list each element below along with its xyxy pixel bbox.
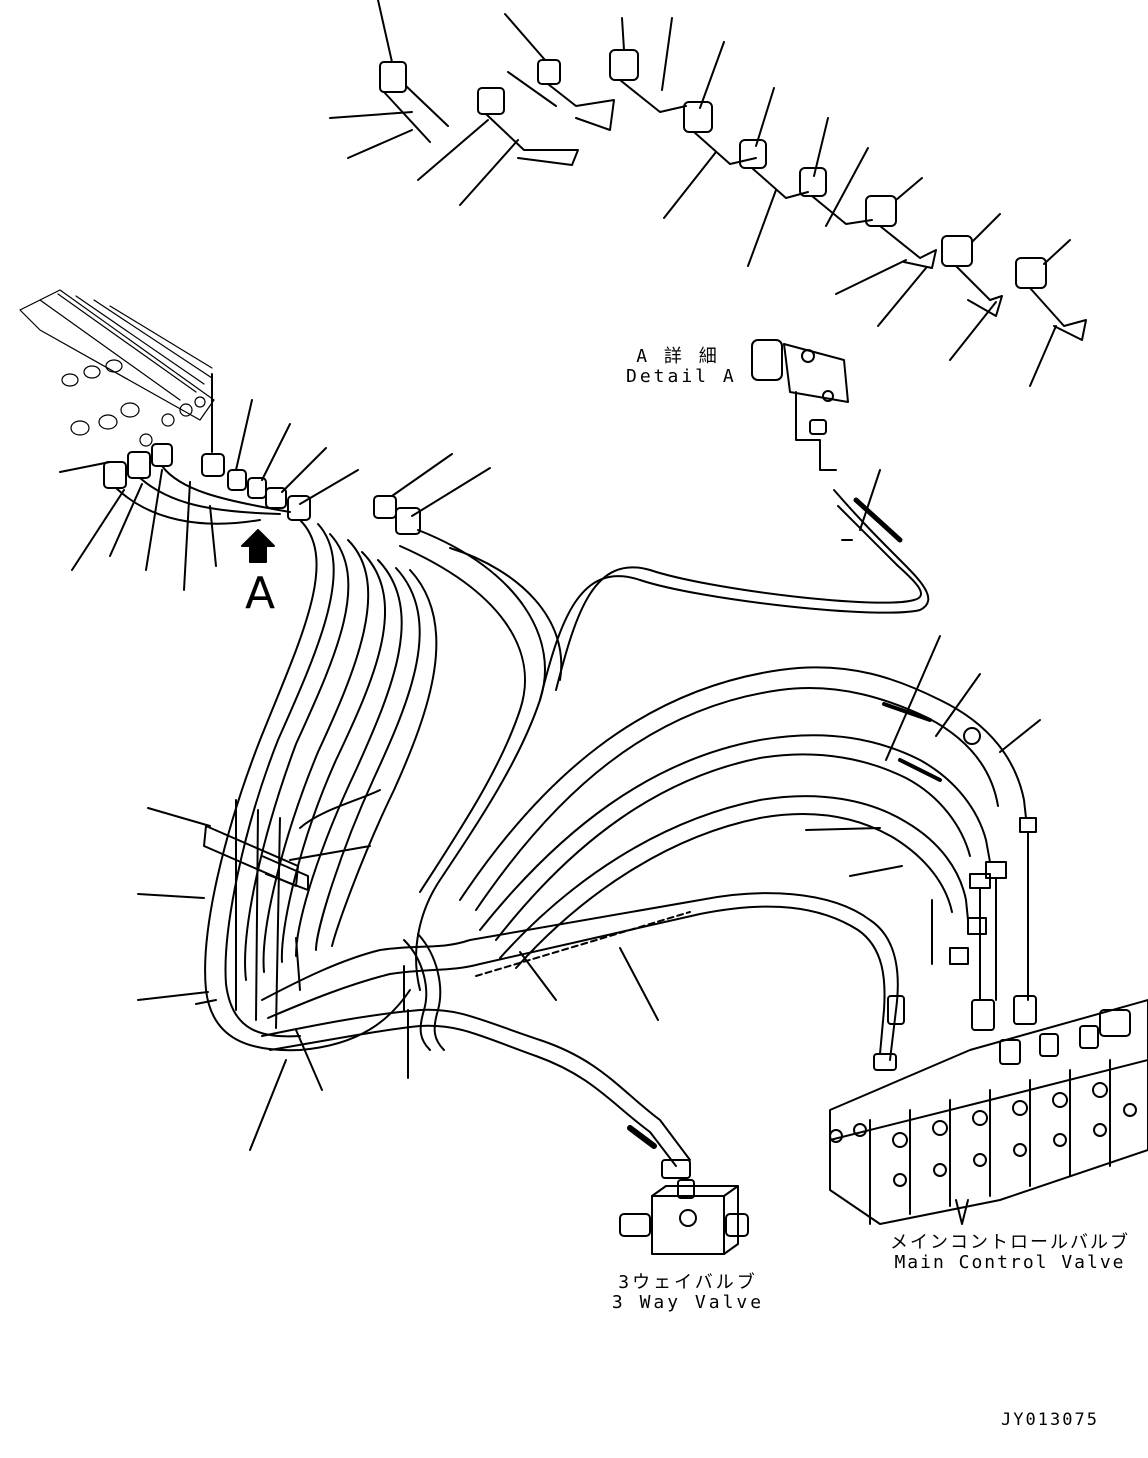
- arrow-label: A: [244, 568, 276, 619]
- fitting: [377, 0, 449, 143]
- fitting: [835, 177, 937, 327]
- main-control-valve-label-jp: メインコントロールバルブ: [890, 1232, 1130, 1253]
- fitting: [739, 87, 809, 267]
- fitting: [504, 13, 615, 131]
- detail-label-jp: A 詳 細: [636, 346, 720, 367]
- drawing-id: JY013075: [1001, 1410, 1099, 1430]
- fitting: [609, 17, 687, 113]
- three-way-valve-label-jp: 3ウェイバルブ: [618, 1272, 758, 1293]
- detail-a-hose: [539, 469, 930, 701]
- fitting: [799, 117, 873, 227]
- detail-label-en: Detail A: [626, 366, 737, 387]
- hose-lower-section: [137, 807, 899, 1179]
- top-fittings-right: [609, 17, 1087, 387]
- fitting: [663, 41, 757, 219]
- detail-a-valve: [751, 339, 849, 471]
- fitting: [329, 87, 579, 206]
- fitting: [1015, 239, 1087, 387]
- top-fittings-left: [329, 0, 615, 206]
- hose-bundle-left: [195, 519, 438, 1052]
- hose-bundle-right: [459, 635, 1041, 1001]
- main-control-valve-label-en: Main Control Valve: [894, 1252, 1126, 1273]
- arrow-up-icon: [241, 529, 275, 563]
- main-control-valve-drawing: [829, 995, 1148, 1225]
- hose-bundle-center: [399, 529, 563, 991]
- fitting: [941, 213, 1003, 361]
- three-way-valve-drawing: [619, 1179, 749, 1255]
- connector-bank: [19, 289, 215, 447]
- three-way-valve-label-en: 3 Way Valve: [611, 1292, 765, 1313]
